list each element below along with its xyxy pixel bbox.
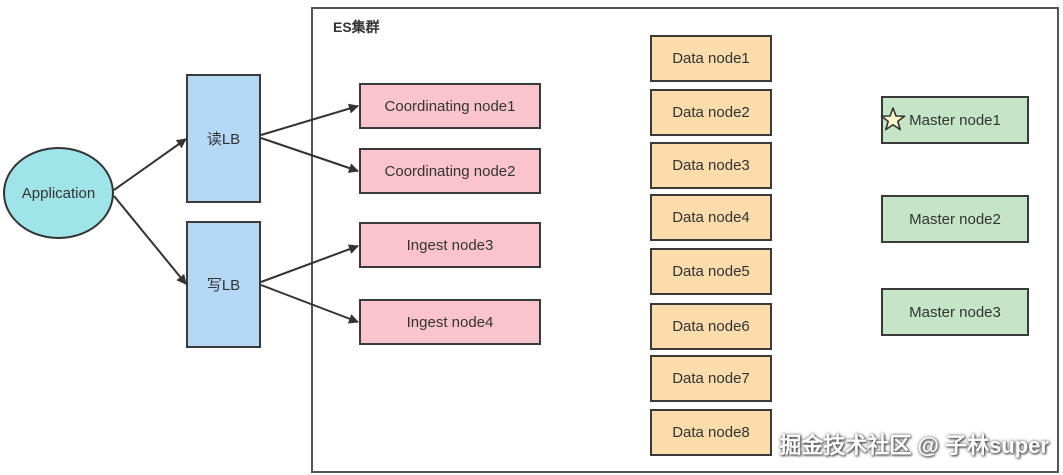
arrow-write-lb-to-ingest4	[260, 284, 359, 324]
arrow-write-lb-to-ingest3	[260, 244, 359, 283]
coordinating-node-2: Coordinating node2	[359, 148, 541, 194]
arrow-read-lb-to-coord2	[260, 137, 359, 173]
data-node-6: Data node6	[650, 303, 772, 350]
ingest-node-4: Ingest node4	[359, 299, 541, 345]
arrow-app-to-write-lb	[113, 195, 187, 285]
coordinating-node-1: Coordinating node1	[359, 83, 541, 129]
data-node-2: Data node2	[650, 89, 772, 136]
data-node-7: Data node7	[650, 355, 772, 402]
arrow-app-to-read-lb	[113, 138, 187, 191]
write-load-balancer: 写LB	[186, 221, 261, 348]
master-node-3: Master node3	[881, 288, 1029, 336]
watermark: 掘金技术社区 @ 子林super	[779, 433, 1049, 458]
data-node-8: Data node8	[650, 409, 772, 456]
application-node: Application	[3, 147, 114, 239]
master-node-2: Master node2	[881, 195, 1029, 243]
data-node-4: Data node4	[650, 194, 772, 241]
data-node-3: Data node3	[650, 142, 772, 189]
master-node-1: Master node1	[881, 96, 1029, 144]
data-node-5: Data node5	[650, 248, 772, 295]
elected-master-star-icon	[880, 107, 906, 131]
data-node-1: Data node1	[650, 35, 772, 82]
ingest-node-3: Ingest node3	[359, 222, 541, 268]
cluster-title: ES集群	[333, 19, 380, 35]
arrow-read-lb-to-coord1	[260, 103, 359, 136]
es-cluster-boundary	[311, 7, 1059, 473]
read-load-balancer: 读LB	[186, 74, 261, 203]
